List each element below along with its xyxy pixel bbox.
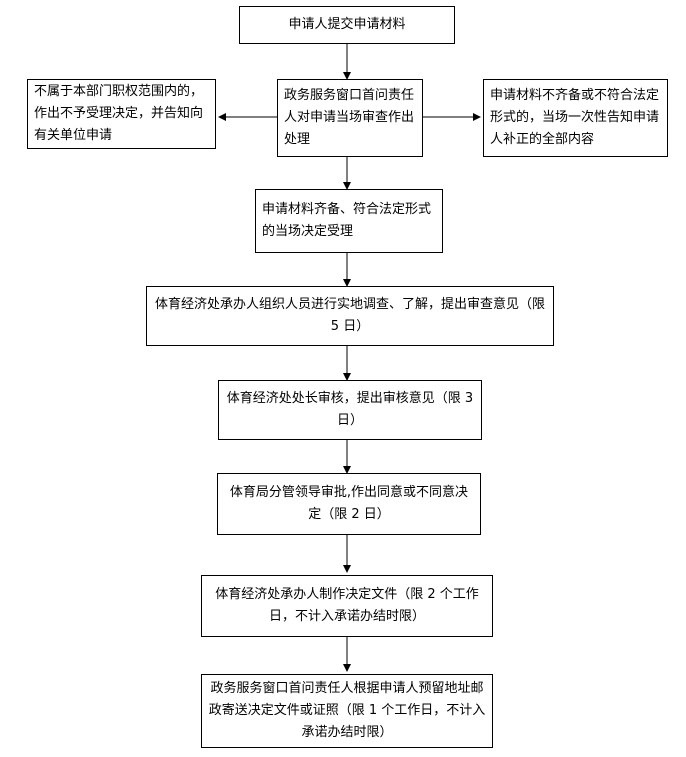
node-leader-approve-label: 体育局分管领导审批,作出同意或不同意决定（限 2 日） xyxy=(229,485,469,522)
node-deliver-label: 政务服务窗口首问责任人根据申请人预留地址邮政寄送决定文件或证照（限 1 个工作日… xyxy=(208,681,486,740)
node-reject-label: 不属于本部门职权范围内的，作出不予受理决定，并告知向有关单位申请 xyxy=(34,84,204,143)
node-supplement: 申请材料不齐备或不符合法定形式的，当场一次性告知申请人补正的全部内容 xyxy=(483,79,668,157)
node-draft-decision: 体育经济处承办人制作决定文件（限 2 个工作日，不计入承诺办结时限） xyxy=(201,575,493,637)
node-review-label: 政务服务窗口首问责任人对申请当场审查作出处理 xyxy=(284,88,415,147)
node-draft-decision-label: 体育经济处承办人制作决定文件（限 2 个工作日，不计入承诺办结时限） xyxy=(215,587,479,624)
node-reject: 不属于本部门职权范围内的，作出不予受理决定，并告知向有关单位申请 xyxy=(27,79,216,149)
node-submit: 申请人提交申请材料 xyxy=(239,6,455,44)
node-investigate: 体育经济处承办人组织人员进行实地调查、了解，提出审查意见（限 5 日） xyxy=(146,286,554,346)
node-deliver: 政务服务窗口首问责任人根据申请人预留地址邮政寄送决定文件或证照（限 1 个工作日… xyxy=(201,674,493,748)
node-chief-review-label: 体育经济处处长审核，提出审核意见（限 3 日） xyxy=(226,391,474,428)
node-review: 政务服务窗口首问责任人对申请当场审查作出处理 xyxy=(277,79,423,157)
node-chief-review: 体育经济处处长审核，提出审核意见（限 3 日） xyxy=(218,380,482,440)
node-leader-approve: 体育局分管领导审批,作出同意或不同意决定（限 2 日） xyxy=(217,473,481,535)
node-submit-label: 申请人提交申请材料 xyxy=(288,17,406,32)
node-accept-label: 申请材料齐备、符合法定形式的当场决定受理 xyxy=(262,202,432,239)
node-accept: 申请材料齐备、符合法定形式的当场决定受理 xyxy=(255,189,443,253)
node-supplement-label: 申请材料不齐备或不符合法定形式的，当场一次性告知申请人补正的全部内容 xyxy=(490,88,660,147)
node-investigate-label: 体育经济处承办人组织人员进行实地调查、了解，提出审查意见（限 5 日） xyxy=(154,297,545,334)
